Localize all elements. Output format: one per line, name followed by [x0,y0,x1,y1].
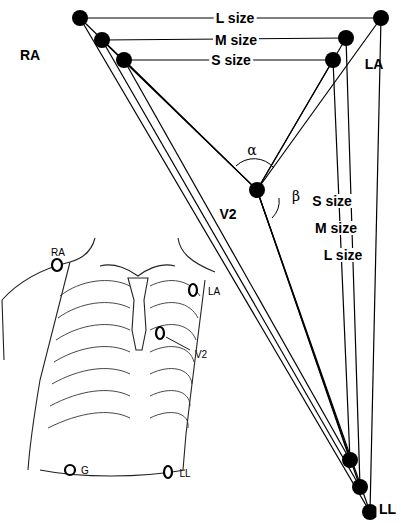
angle-label: α [247,143,256,157]
electrode-dots [72,10,389,520]
electrode-label: LL [179,469,190,479]
electrode-label: V2 [219,207,236,221]
angle-arcs [236,159,279,218]
electrode-lines [80,18,381,512]
size-label: M size [213,33,259,47]
electrode-line [80,18,370,512]
rib-lines [48,281,200,428]
size-label: L size [322,248,365,262]
electrode-label: G [81,466,89,476]
leader-line [166,337,190,350]
electrode-label: RA [51,248,65,258]
rib-line [48,413,130,428]
electrode-dot [342,452,358,468]
electrode-line [102,40,360,487]
rib-line [60,281,130,296]
electrode-dot [94,32,110,48]
rib-line [150,391,190,406]
electrode-dot [249,182,265,198]
rib-line [150,281,200,296]
electrode-label: LA [208,287,220,297]
electrode-line [257,38,346,190]
rib-line [58,303,130,318]
electrode-line [370,18,381,512]
rib-line [150,325,196,340]
electrode-dot [72,10,88,26]
rib-line [54,347,130,362]
electrode-dot [352,479,368,495]
rib-line [150,369,192,384]
electrode-dot [373,10,389,26]
electrode-dot [362,504,378,520]
size-label: L size [214,11,257,25]
electrode-line [124,60,257,190]
rib-line [150,413,188,428]
size-label: S size [310,194,354,208]
electrode-line [102,40,257,190]
rib-line [56,325,130,340]
electrode-line [257,60,333,190]
electrode-dot [325,52,341,68]
rib-line [52,369,130,384]
electrode-label: V2 [195,350,207,360]
angle-label: β [292,189,300,203]
electrode-label: LA [365,57,384,71]
electrode-dot [338,30,354,46]
electrode-line [257,190,370,512]
electrode-line [257,18,381,190]
electrode-label: LL [377,502,398,516]
size-label: M size [313,221,359,235]
body-electrodes [52,259,197,478]
electrode-line [124,60,350,460]
size-label: S size [209,53,253,67]
electrode-label: RA [20,48,40,62]
rib-line [50,391,130,406]
torso-sketch [2,238,215,476]
rib-line [150,303,198,318]
electrode-dot [116,52,132,68]
